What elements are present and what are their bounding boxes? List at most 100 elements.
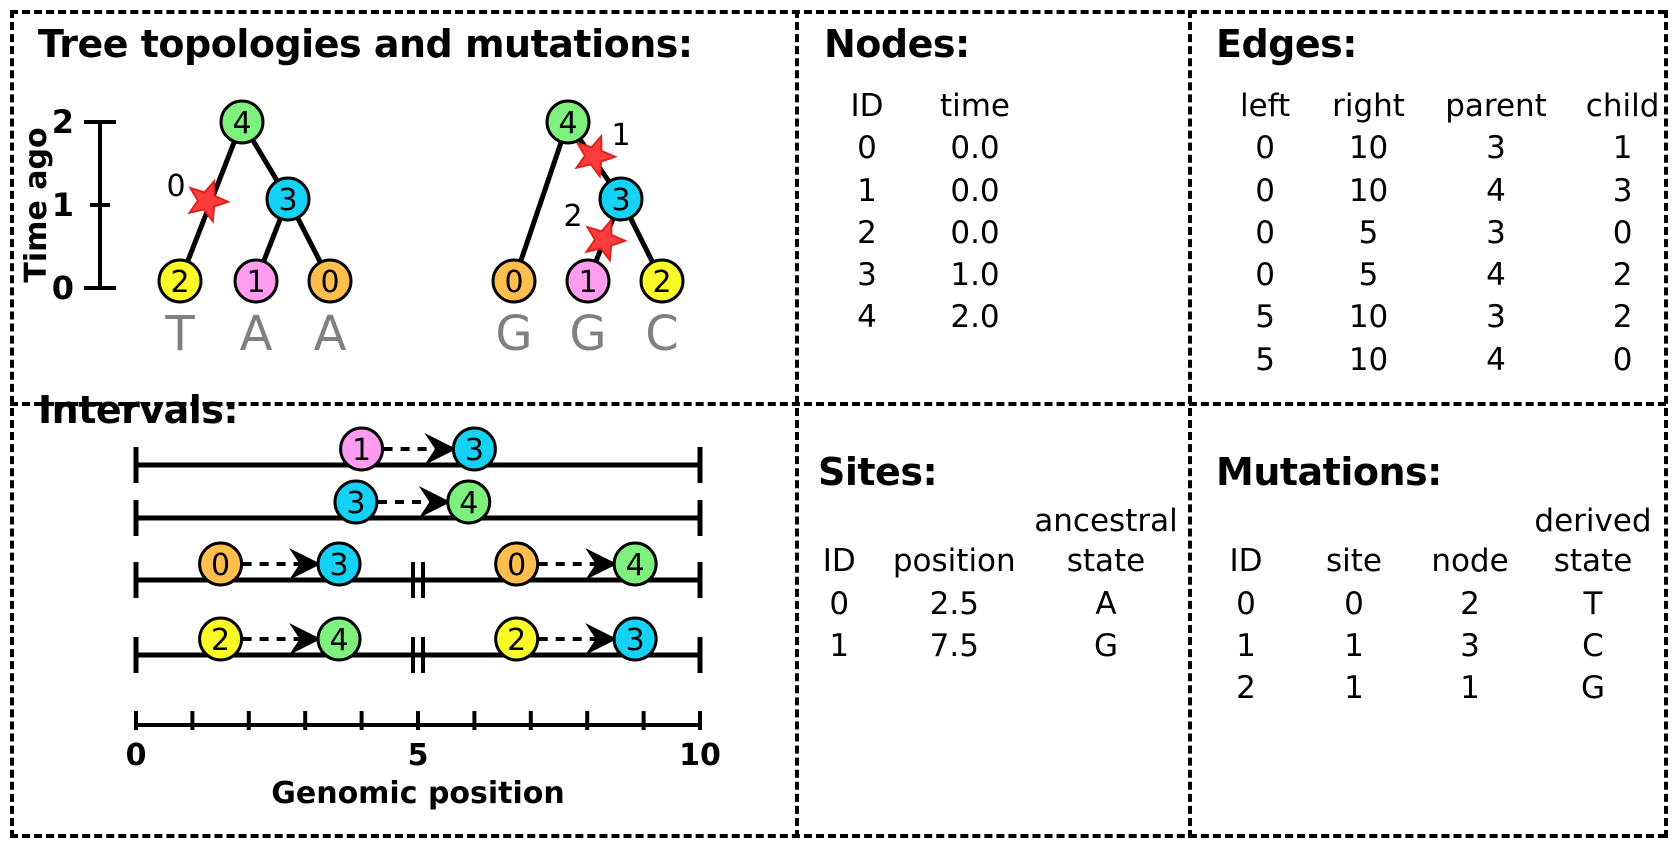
nodes-table-cell: 1 bbox=[857, 172, 877, 209]
mutations-table-cell: 1 bbox=[1236, 627, 1256, 664]
mutations-table-cell: 1 bbox=[1344, 627, 1364, 664]
interval-node-label: 0 bbox=[211, 548, 230, 583]
interval-node-circle[interactable] bbox=[316, 616, 362, 662]
sites-table-col-header: ancestral state bbox=[1034, 503, 1178, 580]
edges-table-col-header: right bbox=[1332, 88, 1405, 124]
interval-node-label: 4 bbox=[626, 548, 645, 583]
interval-node-circle[interactable] bbox=[494, 616, 540, 662]
tree-node-label: 0 bbox=[504, 265, 523, 300]
tree-node-label: 2 bbox=[170, 265, 189, 300]
nodes-table-col-header: time bbox=[939, 88, 1011, 124]
interval-node-circle[interactable] bbox=[339, 426, 385, 472]
tree-node-circle[interactable] bbox=[265, 176, 311, 222]
sample-base-letter: C bbox=[645, 306, 679, 362]
edges-table-cell: 3 bbox=[1486, 299, 1506, 336]
intervals-panel-title: Intervals: bbox=[38, 388, 239, 432]
nodes-table-col-header: ID bbox=[850, 88, 884, 124]
time-axis-tick-label: 2 bbox=[52, 103, 74, 141]
mutations-table-cell: 3 bbox=[1460, 627, 1480, 664]
sites-table-col-header: position bbox=[892, 543, 1016, 580]
interval-node-circle[interactable] bbox=[198, 616, 244, 662]
sample-base-letter: T bbox=[164, 306, 195, 362]
tree-node-label: 4 bbox=[232, 106, 251, 141]
mutations-table-cell: C bbox=[1582, 627, 1604, 664]
tree-node-circle[interactable] bbox=[565, 258, 611, 304]
frame-top-border bbox=[10, 10, 1666, 14]
sample-base-letter: G bbox=[569, 306, 606, 362]
edges-table-cell: 2 bbox=[1612, 257, 1633, 294]
tree-node-label: 3 bbox=[611, 183, 630, 218]
frame-left-border bbox=[10, 10, 14, 838]
sites-table-cell: 2.5 bbox=[929, 585, 979, 622]
sites-table-row: 0 2.5 A bbox=[804, 583, 1177, 625]
tree-node-circle[interactable] bbox=[219, 99, 265, 145]
nodes-table-cell: 1.0 bbox=[950, 257, 1000, 294]
interval-node-circle[interactable] bbox=[612, 541, 658, 587]
nodes-table-cell: 0.0 bbox=[950, 172, 1000, 209]
genomic-axis-label: Genomic position bbox=[271, 776, 565, 811]
nodes-table-cell: 4 bbox=[857, 299, 877, 336]
edges-table-cell: 5 bbox=[1358, 214, 1379, 251]
tree-node-circle[interactable] bbox=[639, 258, 685, 304]
interval-node-circle[interactable] bbox=[198, 541, 244, 587]
sample-base-letter: A bbox=[314, 306, 347, 362]
tree-node-label: 0 bbox=[320, 265, 339, 300]
tree-node-circle[interactable] bbox=[157, 258, 203, 304]
edges-table-cell: 1 bbox=[1612, 130, 1633, 167]
interval-node-label: 2 bbox=[211, 623, 230, 658]
tree-node-circle[interactable] bbox=[598, 176, 644, 222]
edges-table-cell: 2 bbox=[1612, 299, 1633, 336]
sites-table-col-header: ID bbox=[822, 543, 856, 580]
tree-node-circle[interactable] bbox=[491, 258, 537, 304]
mutations-table-cell: 0 bbox=[1344, 585, 1364, 622]
interval-node-circle[interactable] bbox=[333, 479, 379, 525]
mutations-table-cell: G bbox=[1580, 670, 1606, 707]
sites-table-cell: A bbox=[1095, 585, 1117, 622]
edges-table-cell: 3 bbox=[1486, 130, 1506, 167]
interval-node-circle[interactable] bbox=[612, 616, 658, 662]
time-axis-tick-label: 0 bbox=[52, 269, 74, 307]
tree-node-circle[interactable] bbox=[307, 258, 353, 304]
interval-node-circle[interactable] bbox=[316, 541, 362, 587]
edges-table-cell: 10 bbox=[1348, 130, 1389, 167]
interval-node-label: 3 bbox=[346, 486, 365, 521]
interval-node-label: 1 bbox=[352, 433, 371, 468]
tree-node-circle[interactable] bbox=[545, 99, 591, 145]
interval-node-circle[interactable] bbox=[494, 541, 540, 587]
interval-node-label: 2 bbox=[507, 623, 526, 658]
mutation-id-label: 1 bbox=[611, 118, 630, 153]
interval-node-circle[interactable] bbox=[446, 479, 492, 525]
interval-node-label: 4 bbox=[329, 623, 348, 658]
frame-col2-divider bbox=[1188, 10, 1192, 838]
mutations-table-row: 1 1 3 C bbox=[1196, 625, 1658, 667]
nodes-table-cell: 3 bbox=[857, 257, 877, 294]
sites-table-cell: 0 bbox=[829, 585, 850, 622]
tree-node-circle[interactable] bbox=[233, 258, 279, 304]
mutation-star-icon bbox=[584, 217, 628, 263]
mutation-star-icon bbox=[187, 178, 231, 224]
tree-branch bbox=[511, 119, 571, 284]
mutation-star-icon bbox=[574, 133, 618, 179]
sites-panel-title: Sites: bbox=[818, 450, 938, 494]
edges-table-cell: 0 bbox=[1255, 257, 1275, 294]
nodes-table-cell: 2 bbox=[857, 214, 877, 251]
interval-node-circle[interactable] bbox=[451, 426, 497, 472]
edges-table-cell: 0 bbox=[1612, 341, 1633, 378]
mutations-table-cell: 0 bbox=[1236, 585, 1256, 622]
